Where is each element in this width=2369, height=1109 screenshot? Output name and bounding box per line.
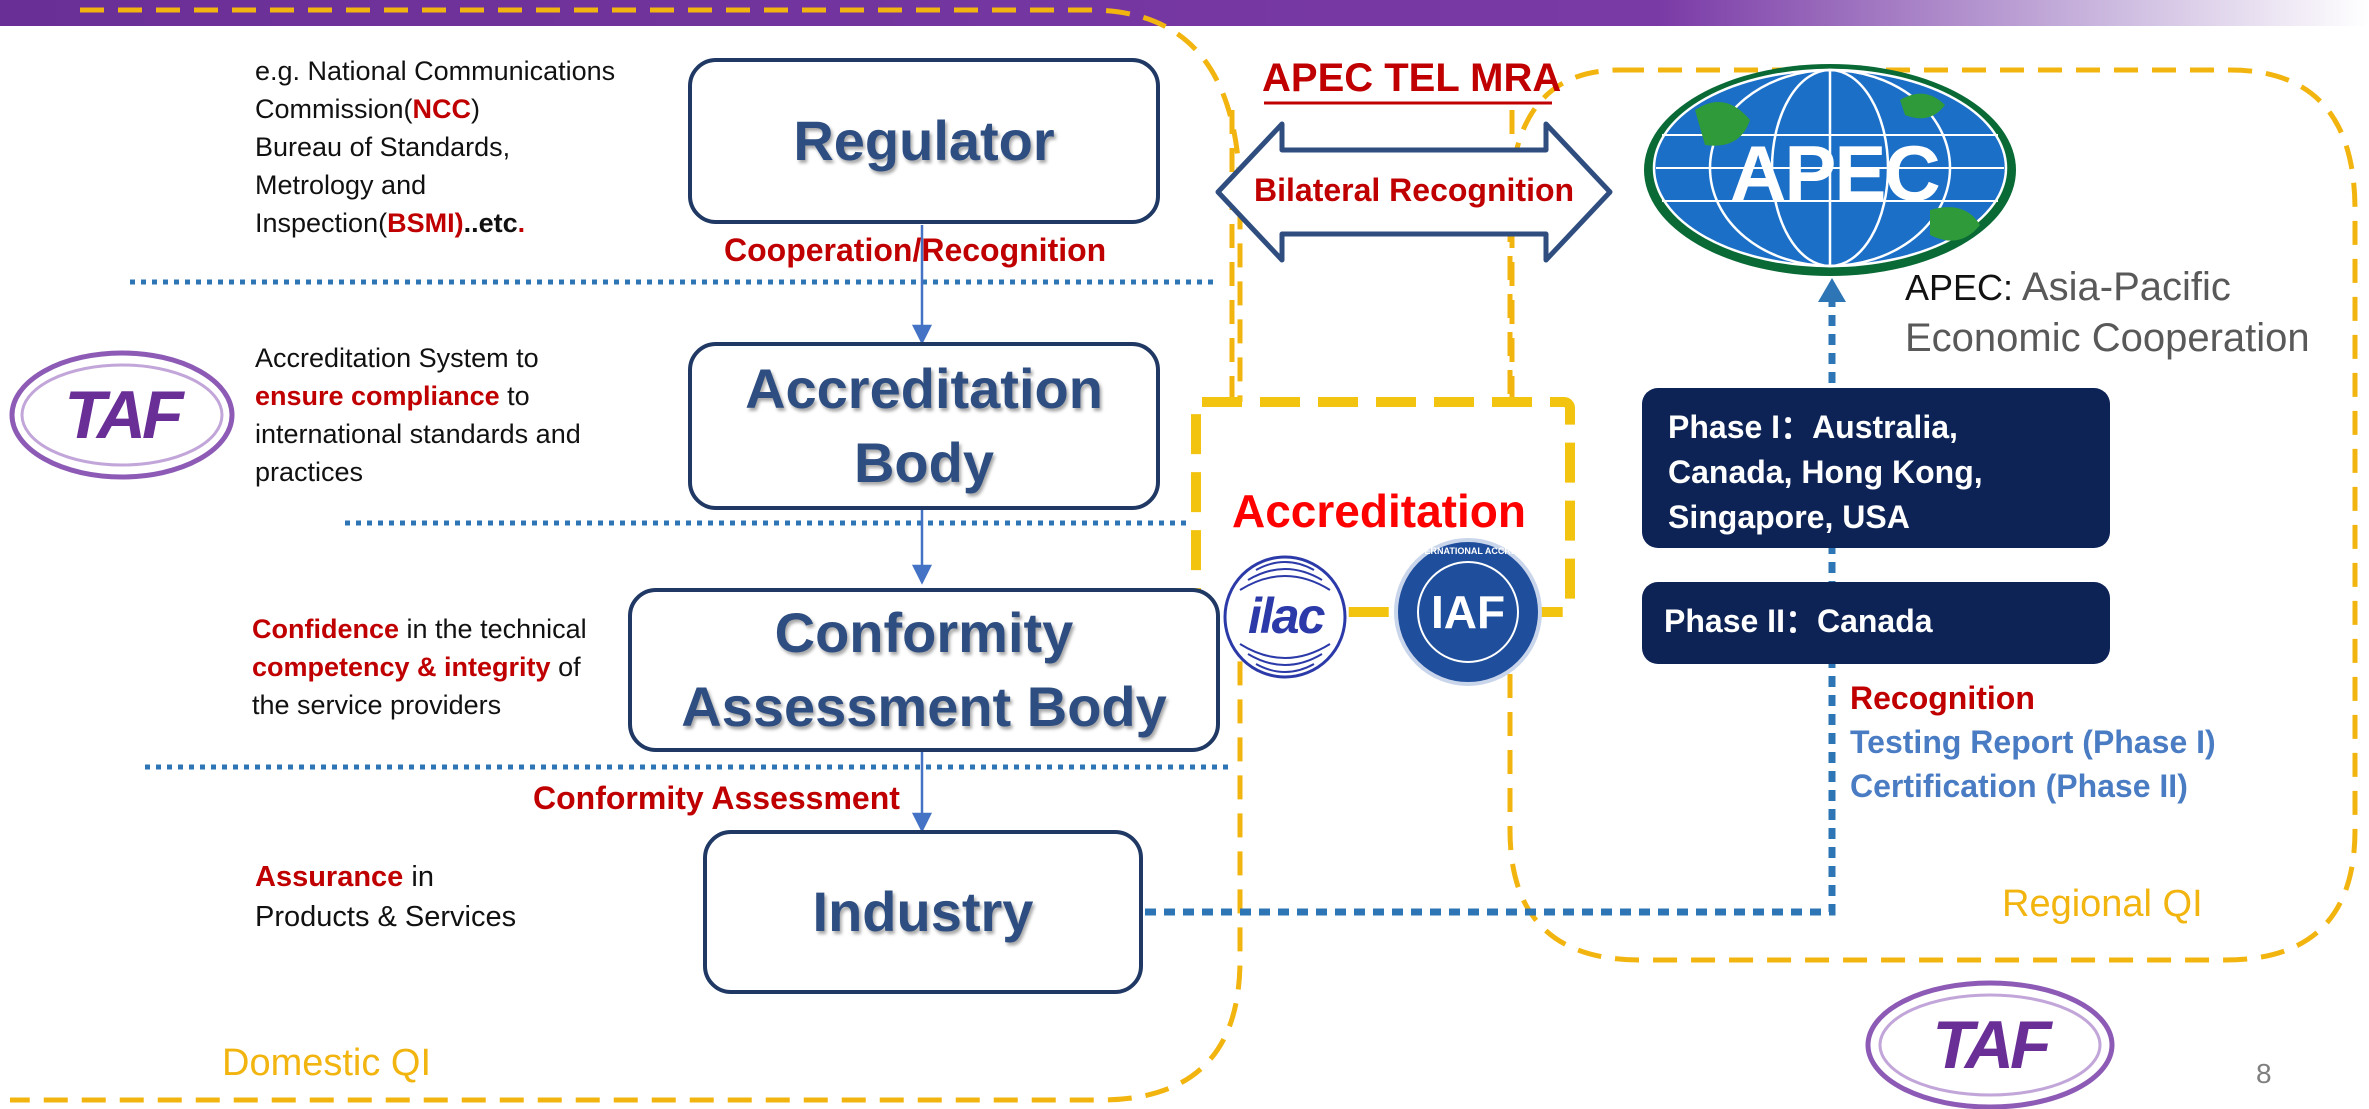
regional-qi-label: Regional QI — [2002, 883, 2203, 925]
recognition-block: Recognition Testing Report (Phase I) Cer… — [1850, 676, 2216, 808]
phase-1-box: Phase I：Australia, Canada, Hong Kong, Si… — [1642, 388, 2110, 548]
accreditation-note: Accreditation System to ensure complianc… — [255, 339, 655, 491]
recognition-title: Recognition — [1850, 680, 2035, 716]
accreditation-body-box: Accreditation Body — [688, 342, 1160, 510]
industry-box: Industry — [703, 830, 1143, 994]
taf-logo: TAF — [64, 377, 183, 453]
industry-label: Industry — [812, 880, 1034, 943]
competency-highlight: competency & integrity — [252, 652, 551, 682]
regulator-label: Regulator — [793, 109, 1055, 172]
regional-qi-region — [1507, 67, 2358, 963]
ensure-compliance-highlight: ensure compliance — [255, 381, 500, 411]
phase-1-line: Phase I：Australia, — [1668, 409, 1958, 445]
accreditation-note-line: international standards and — [255, 419, 581, 449]
accreditation-title: Accreditation — [1232, 485, 1526, 537]
industry-apec-link — [1145, 300, 1836, 916]
regulator-note: e.g. National Communications Commission(… — [255, 52, 675, 242]
phase-2-box: Phase II：Canada — [1642, 582, 2110, 664]
regulator-note-text: Commission( — [255, 94, 413, 124]
apec-caption: APEC: Asia-Pacific Economic Cooperation — [1905, 262, 2310, 364]
apec-tel-mra-title: APEC TEL MRA — [1262, 56, 1562, 100]
cab-label: Conformity Assessment Body — [681, 601, 1167, 738]
cab-note-text: of — [550, 652, 581, 682]
apec-logo: APEC — [1730, 129, 1941, 217]
apec-caption-line: Asia-Pacific — [2013, 265, 2231, 309]
etc-text: ..etc — [463, 208, 518, 238]
regulator-note-text: Inspection( — [255, 208, 388, 238]
ilac-logo: ilac — [1248, 588, 1325, 644]
regulator-box: Regulator — [688, 58, 1160, 224]
cab-note-line: the service providers — [252, 690, 502, 720]
regulator-note-text: ) — [471, 94, 481, 124]
phase-1-line: Canada, Hong Kong, — [1668, 454, 1983, 490]
regulator-note-line: Metrology and — [255, 170, 427, 200]
cab-note-text: in the technical — [399, 614, 587, 644]
accreditation-note-line: practices — [255, 457, 364, 487]
accreditation-body-label: Accreditation Body — [745, 357, 1103, 494]
etc-dot: . — [517, 208, 526, 238]
iaf-ring-text: INTERNATIONAL ACCREDITATION FORUM — [1410, 546, 1526, 556]
conformity-assessment-label: Conformity Assessment — [533, 780, 900, 816]
taf-logo: TAF — [1932, 1007, 2051, 1083]
accreditation-note-text: to — [499, 381, 530, 411]
industry-note: Assurance in Products & Services — [255, 857, 555, 937]
ncc-highlight: NCC — [412, 94, 472, 124]
bsmi-highlight: BSMI) — [387, 208, 464, 238]
bilateral-arrow — [1215, 121, 1613, 263]
regulator-note-line: Bureau of Standards, — [255, 132, 511, 162]
cooperation-recognition-label: Cooperation/Recognition — [724, 232, 1107, 268]
industry-note-line: Products & Services — [255, 901, 517, 933]
apec-caption-line: Economic Cooperation — [1905, 316, 2310, 360]
page-number: 8 — [2256, 1058, 2272, 1089]
regulator-note-line: e.g. National Communications — [255, 56, 616, 86]
phase-2-label: Phase II：Canada — [1664, 603, 1933, 639]
apec-caption-prefix: APEC: — [1905, 267, 2014, 308]
cab-note: Confidence in the technical competency &… — [252, 610, 632, 724]
title-bar — [0, 0, 2369, 26]
confidence-highlight: Confidence — [252, 614, 400, 644]
conformity-assessment-body-box: Conformity Assessment Body — [628, 588, 1220, 752]
domestic-qi-region — [10, 7, 1243, 1103]
recognition-item: Testing Report (Phase I) — [1850, 724, 2216, 760]
recognition-item: Certification (Phase II) — [1850, 768, 2188, 804]
domestic-qi-label: Domestic QI — [222, 1042, 432, 1084]
accreditation-note-line: Accreditation System to — [255, 343, 539, 373]
industry-note-text: in — [403, 861, 434, 893]
bilateral-recognition-label: Bilateral Recognition — [1254, 172, 1575, 208]
assurance-highlight: Assurance — [255, 861, 404, 893]
iaf-logo: IAF — [1430, 586, 1506, 638]
phase-1-line: Singapore, USA — [1668, 499, 1910, 535]
